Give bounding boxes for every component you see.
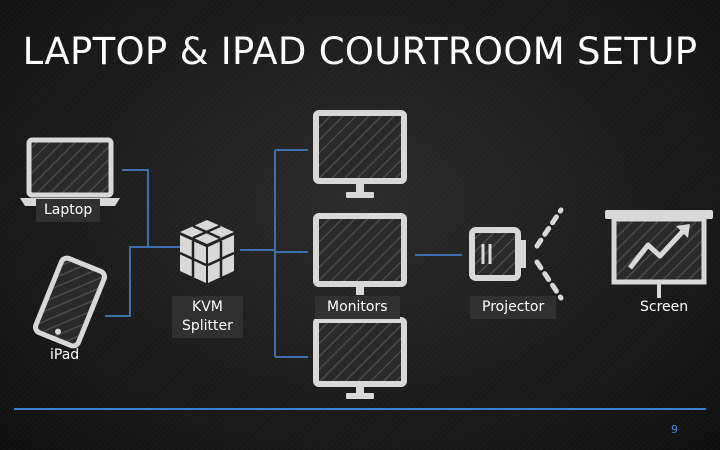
kvm-label-line1: KVM xyxy=(192,299,223,315)
kvm-splitter-icon xyxy=(179,220,235,283)
laptop-connector xyxy=(122,169,180,248)
laptop-label: Laptop xyxy=(36,199,101,222)
monitors-label: Monitors xyxy=(315,296,400,319)
laptop-icon xyxy=(20,137,120,206)
connector-lines xyxy=(105,149,462,358)
projection-screen-icon xyxy=(605,210,713,298)
projector-label: Projector xyxy=(470,296,557,319)
kvm-label-line2: Splitter xyxy=(182,318,233,334)
monitor-top-icon xyxy=(313,110,407,198)
kvm-splitter-label: KVM Splitter xyxy=(172,296,243,338)
projector-icon xyxy=(469,207,564,301)
monitor-middle-icon xyxy=(313,213,407,295)
screen-label: Screen xyxy=(640,299,689,315)
ipad-label: iPad xyxy=(50,347,80,363)
monitor-bottom-icon xyxy=(313,317,407,399)
slide-title: LAPTOP & IPAD COURTROOM SETUP xyxy=(22,30,698,73)
ipad-icon xyxy=(33,255,107,349)
ipad-connector xyxy=(105,246,148,317)
page-number: 9 xyxy=(671,423,678,436)
